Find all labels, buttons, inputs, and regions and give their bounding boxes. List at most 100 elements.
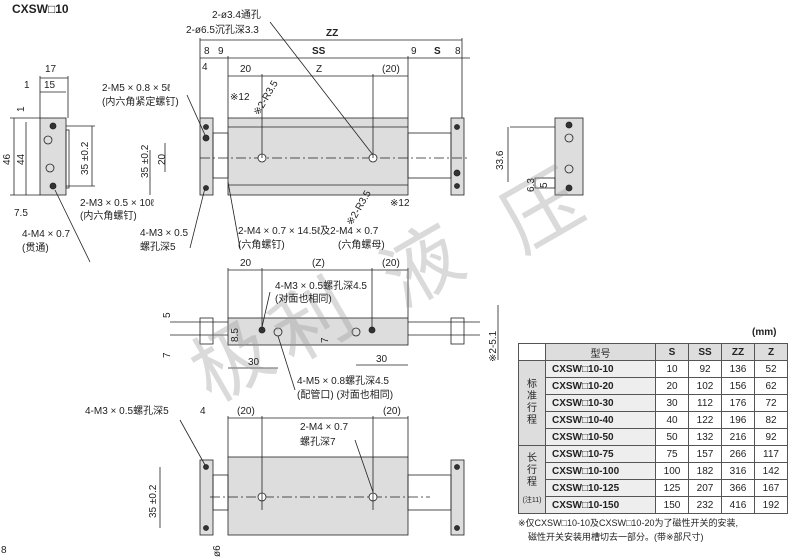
dim-label: 20 [240, 64, 252, 75]
callout: 2-ø3.4通孔 [212, 10, 261, 21]
cell-model: CXSW□10-150 [545, 496, 656, 514]
middle-view [170, 268, 499, 391]
callout: (贯通) [22, 243, 49, 254]
dim-label: SS [312, 46, 326, 57]
cell-s: 75 [655, 445, 689, 463]
dim-label: ZZ [326, 28, 339, 39]
header-ss: SS [688, 343, 722, 361]
dim-label: 35 ±0.2 [140, 144, 151, 178]
dim-label: 35 ±0.2 [80, 141, 91, 175]
cell-z: 142 [754, 462, 788, 480]
callout: 2-ø6.5沉孔深3.3 [186, 25, 259, 36]
callout: 4-M3 × 0.5螺孔深5 [85, 406, 169, 417]
dim-label: (20) [237, 406, 255, 417]
cell-zz: 416 [721, 496, 755, 514]
cell-ss: 232 [688, 496, 722, 514]
dim-label: ø6 [212, 545, 223, 557]
dim-label: Z [316, 64, 323, 75]
bottom-view [159, 416, 465, 536]
dim-label: (20) [382, 258, 400, 269]
cell-z: 72 [754, 394, 788, 412]
dim-label: 20 [240, 258, 252, 269]
dim-label: 5 [162, 312, 173, 318]
dim-label: 7.5 [14, 208, 28, 219]
callout: 2-M4 × 0.7 × 14.5ℓ及2-M4 × 0.7 [238, 226, 379, 237]
callout: (六角螺钉) [238, 240, 285, 251]
cell-z: 192 [754, 496, 788, 514]
dim-label: S [434, 46, 441, 57]
dim-label: 33.6 [495, 150, 506, 170]
dim-label: 8 [1, 545, 7, 556]
cell-model: CXSW□10-75 [545, 445, 656, 463]
cell-model: CXSW□10-40 [545, 411, 656, 429]
dim-label: 20 [157, 153, 168, 165]
cell-ss: 92 [688, 360, 722, 378]
cell-zz: 366 [721, 479, 755, 497]
callout: 螺孔深7 [300, 437, 336, 448]
callout: 2-M5 × 0.8 × 5ℓ [102, 83, 171, 94]
callout: 4-M3 × 0.5螺孔深4.5 [275, 281, 367, 292]
cell-zz: 266 [721, 445, 755, 463]
cell-z: 82 [754, 411, 788, 429]
callout: 2-M4 × 0.7 [300, 422, 349, 433]
dim-label: ※12 [390, 198, 410, 209]
end-view [10, 76, 95, 263]
cell-s: 100 [655, 462, 689, 480]
cell-s: 150 [655, 496, 689, 514]
dim-label: 4 [200, 406, 206, 417]
side-view [507, 117, 584, 196]
dim-label: 6.3 [526, 178, 537, 192]
group-long-stroke: 长行程(注11) [518, 445, 546, 514]
cell-model: CXSW□10-100 [545, 462, 656, 480]
callout: (配管口) (对面也相同) [297, 390, 394, 401]
callout: 螺孔深5 [140, 242, 176, 253]
callout: (六角螺母) [338, 240, 385, 251]
cell-model: CXSW□10-10 [545, 360, 656, 378]
cell-zz: 216 [721, 428, 755, 446]
corner-cell [518, 343, 546, 361]
cell-ss: 182 [688, 462, 722, 480]
header-model: 型号 [545, 343, 656, 361]
group-label: 长行程 [527, 452, 537, 488]
cell-z: 117 [754, 445, 788, 463]
dim-label: ※12 [230, 92, 250, 103]
cell-z: 52 [754, 360, 788, 378]
unit-label: (mm) [752, 327, 777, 338]
cell-z: 92 [754, 428, 788, 446]
callout: (内六角紧定螺钉) [102, 97, 179, 108]
table-note: ※仅CXSW□10-10及CXSW□10-20为了磁性开关的安装, [518, 518, 738, 528]
dim-label: ※2-5.1 [488, 330, 499, 362]
table-note: 磁性开关安装用槽切去一部分。(带※部尺寸) [528, 532, 704, 542]
cell-model: CXSW□10-50 [545, 428, 656, 446]
callout: 4-M4 × 0.7 [22, 229, 71, 240]
dim-label: 30 [248, 357, 260, 368]
header-z: Z [754, 343, 788, 361]
dim-label: 9 [218, 46, 224, 57]
cell-s: 50 [655, 428, 689, 446]
cell-s: 20 [655, 377, 689, 395]
callout: (内六角螺钉) [80, 211, 137, 222]
cell-ss: 207 [688, 479, 722, 497]
dim-label: 44 [16, 153, 27, 165]
cell-zz: 136 [721, 360, 755, 378]
cell-ss: 102 [688, 377, 722, 395]
table-header: 型号 S SS ZZ Z [518, 343, 788, 361]
dim-label: 7 [162, 352, 173, 358]
callout: (对面也相同) [275, 294, 332, 305]
dim-label: 30 [376, 354, 388, 365]
dim-label: 8 [455, 46, 461, 57]
dim-label: 17 [45, 64, 57, 75]
cell-zz: 176 [721, 394, 755, 412]
drawing-title: CXSW□10 [12, 2, 69, 16]
header-s: S [655, 343, 689, 361]
